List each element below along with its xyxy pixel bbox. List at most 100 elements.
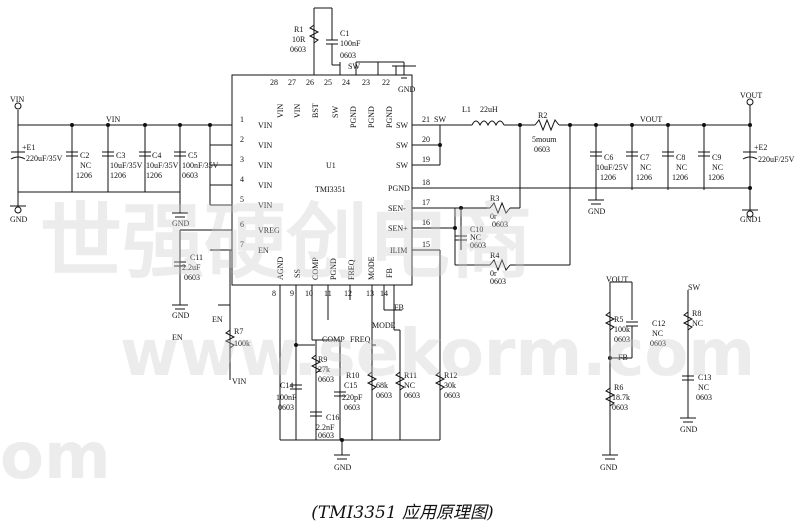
c5-pkg: 0603 [182,171,198,180]
net-en-pin: EN [212,315,223,324]
r9-pkg: 0603 [318,375,334,384]
c11-pkg: 0603 [184,273,200,282]
r1-pkg: 0603 [290,45,306,54]
c16-pkg: 0603 [318,431,334,440]
ic-pin-8-name: AGND [276,257,285,280]
c7-ref: C7 [640,153,649,162]
c10-ref: C10 [470,225,483,234]
ic-pin-16-name: SEN+ [388,224,408,233]
c14-value: 100nF [276,393,297,402]
ic-pin-3-name: VIN [258,161,272,170]
net-fb-div: FB [618,353,628,362]
r3-value: 0r [490,212,497,221]
net-gnd-c11: GND [172,311,190,320]
ic-pin-26-name: BST [311,103,320,118]
ic-pin-4-name: VIN [258,181,272,190]
c13-pkg: 0603 [696,393,712,402]
ic-pin-25-num: 25 [324,78,332,87]
r10-value: 68k [376,381,388,390]
c16-ref: C16 [326,413,339,422]
net-freq: FREQ [350,335,371,344]
ic-pin-8-num: 8 [272,289,276,298]
c12-ref: C12 [652,319,665,328]
c14-pkg: 0603 [278,403,294,412]
r11-ref: R11 [404,371,417,380]
net-gnd-r6: GND [600,463,618,472]
ic-pin-23-num: 23 [362,78,370,87]
ic-pin-20-num: 20 [422,135,430,144]
ic-pin-6-name: VREG [258,226,280,235]
c13-ref: C13 [698,373,711,382]
c2-pkg: 1206 [76,171,92,180]
net-vout-top: VOUT [740,91,762,100]
c5-value: 100nF/35V [182,161,219,170]
c10-pkg: 0603 [470,241,486,250]
ic-pin-28-num: 28 [270,78,278,87]
ic-pin-22-num: 22 [382,78,390,87]
e2-value: 220uF/25V [758,155,795,164]
ic-part: TMI3351 [315,185,346,194]
ic-pin-14-name: FB [385,268,394,278]
ic-pin-12-num: 12 [344,289,352,298]
ic-pin-25-name: PGND [385,106,394,128]
ic-pin-2-num: 2 [240,135,244,144]
ic-pin-22-name: PGND [367,106,376,128]
ic-pin-27-num: 27 [288,78,296,87]
r1-ref: R1 [294,25,303,34]
r4-ref: R4 [490,251,499,260]
schematic: U1 TMI3351 1 VIN 2 VIN 3 VIN 4 VIN 5 VIN… [10,7,795,472]
r6-pkg: 0603 [612,403,628,412]
r3-pkg: 0603 [492,220,508,229]
c16-value: 2.2nF [316,423,335,432]
c6-pkg: 1206 [600,173,616,182]
c7-value: NC [640,163,651,172]
ic-pin-20-name: SW [396,141,408,150]
r10-ref: R10 [346,371,359,380]
ic-pin-23-name: PGND [349,106,358,128]
r5-value: 100k [614,325,630,334]
ic-pin-28-name: VIN [276,104,285,118]
ic-pin-10-name: COMP [311,257,320,280]
c15-pkg: 0603 [344,403,360,412]
net-gnd-top: GND [398,85,416,94]
net-gnd-bottom: GND [334,463,352,472]
ic-pin-13-name: MODE [367,256,376,280]
r12-ref: R12 [444,371,457,380]
r10-pkg: 0603 [376,391,392,400]
c4-ref: C4 [152,151,161,160]
ic-pin-9-name: SS [293,269,302,278]
c2-ref: C2 [80,151,89,160]
net-gnd1: GND1 [740,215,761,224]
c7-pkg: 1206 [636,173,652,182]
r11-value: NC [404,381,415,390]
r8-ref: R8 [692,309,701,318]
ic-ref: U1 [326,161,336,170]
c2-value: NC [80,161,91,170]
l1-value: 22uH [480,105,498,114]
net-gnd-left: GND [10,215,28,224]
ic-pin-1-num: 1 [240,115,244,124]
r12-pkg: 0603 [444,391,460,400]
ic-pin-21-num: 21 [422,115,430,124]
ic-pin-12-name: FREQ [347,259,356,280]
c8-ref: C8 [676,153,685,162]
net-mode: MODE [372,321,396,330]
ic-pin-18-name: PGND [388,184,410,193]
c9-ref: C9 [712,153,721,162]
net-sw-l1: SW [434,115,446,124]
ic-pin-15-num: 15 [422,240,430,249]
c11-value: 2.2uF [182,263,201,272]
ic-pin-17-num: 17 [422,198,430,207]
c8-pkg: 1206 [672,173,688,182]
ic-pin-24-name: SW [331,106,340,118]
ic-pin-9-num: 9 [290,289,294,298]
net-vin-left: VIN [10,95,24,104]
net-vin-rail: VIN [106,115,120,124]
c3-pkg: 1206 [110,171,126,180]
c1-value: 100nF [340,39,361,48]
r6-value: 18.7k [612,393,630,402]
ic-pin-13-num: 13 [366,289,374,298]
ic-pin-24-num: 24 [342,78,350,87]
c1-pkg: 0603 [340,51,356,60]
r2-value: 5moum [532,135,557,144]
